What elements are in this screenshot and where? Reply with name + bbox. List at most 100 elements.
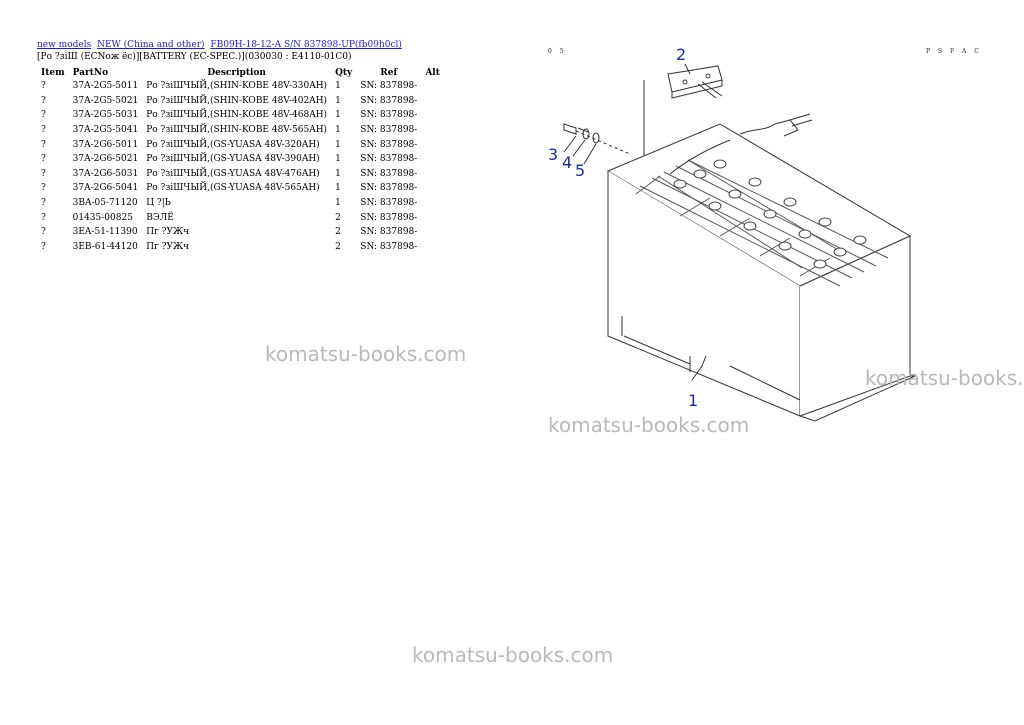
cell-alt <box>421 123 444 138</box>
cell-alt <box>421 94 444 109</box>
callout-5: 5 <box>575 161 585 180</box>
cell-item: ? <box>41 125 46 136</box>
cell-item: ? <box>41 198 46 209</box>
cell-partno: 3EA-51-11390 <box>72 227 138 238</box>
cell-qty: 1 <box>335 110 341 121</box>
cell-description: Ро ?зіШЧЫЙ,(GS-YUASA 48V-565AH) <box>146 183 320 194</box>
page-title: [Ро ?зіШ (ЕСNож ёс)][BATTERY (EC-SPEC.)]… <box>37 52 352 62</box>
cell-description: Ро ?зіШЧЫЙ,(SHIN-KOBE 48V-468AH) <box>146 110 328 121</box>
callout-3: 3 <box>548 145 558 164</box>
cell-alt <box>421 225 444 240</box>
cell-qty: 1 <box>335 168 341 179</box>
cell-qty: 1 <box>335 183 341 194</box>
breadcrumb-link-model[interactable]: FB09H-18-12-A S/N 837898-UP(fb09h0cl) <box>210 40 402 50</box>
cell-qty: 1 <box>335 125 341 136</box>
cell-description: Ро ?зіШЧЫЙ,(SHIN-KOBE 48V-565AH) <box>146 125 328 136</box>
cell-item: ? <box>41 241 46 252</box>
cell-alt <box>421 152 444 167</box>
col-header-qty: Qty <box>335 67 353 78</box>
cell-ref: SN: 837898- <box>360 227 418 238</box>
cell-ref: SN: 837898- <box>360 95 418 106</box>
cell-item: ? <box>41 168 46 179</box>
cell-ref: SN: 837898- <box>360 168 418 179</box>
cell-qty: 1 <box>335 139 341 150</box>
cell-qty: 1 <box>335 154 341 165</box>
cell-partno: 3EB-61-44120 <box>72 241 138 252</box>
cell-item: ? <box>41 139 46 150</box>
callout-1: 1 <box>688 391 698 410</box>
cell-partno: 37A-2G5-5041 <box>72 125 139 136</box>
parts-diagram: 2 3 4 5 1 <box>548 45 916 422</box>
cell-ref: SN: 837898- <box>360 139 418 150</box>
cell-partno: 37A-2G6-5041 <box>72 183 139 194</box>
cell-item: ? <box>41 95 46 106</box>
cell-qty: 1 <box>335 81 341 92</box>
table-row: ? 37A-2G6-5041 Ро ?зіШЧЫЙ,(GS-YUASA 48V-56… <box>37 181 444 196</box>
callout-4: 4 <box>562 153 572 172</box>
diagram-corner-right: P S F A C <box>926 48 982 55</box>
cell-partno: 3BA-05-71120 <box>72 198 138 209</box>
table-row: ? 37A-2G5-5031 Ро ?зіШЧЫЙ,(SHIN-KOBE 48V-4… <box>37 108 444 123</box>
col-header-description: Description <box>207 67 266 78</box>
cell-description: Пг ?УЖч <box>146 241 190 252</box>
cell-qty: 1 <box>335 198 341 209</box>
col-header-partno: PartNo <box>72 67 109 78</box>
breadcrumb: new models NEW (China and other) FB09H-1… <box>37 40 405 50</box>
cell-partno: 37A-2G6-5031 <box>72 168 139 179</box>
cell-alt <box>421 137 444 152</box>
breadcrumb-link-new-models[interactable]: new models <box>37 40 92 50</box>
table-row: ? 37A-2G5-5041 Ро ?зіШЧЫЙ,(SHIN-KOBE 48V-5… <box>37 123 444 138</box>
cell-ref: SN: 837898- <box>360 212 418 223</box>
cell-partno: 37A-2G6-5021 <box>72 154 139 165</box>
cell-partno: 37A-2G6-5011 <box>72 139 139 150</box>
cell-ref: SN: 837898- <box>360 198 418 209</box>
cell-partno: 37A-2G5-5011 <box>72 81 139 92</box>
table-row: ? 3BA-05-71120 Ц ?|Ь 1 SN: 837898- <box>37 196 444 211</box>
cell-description: Ро ?зіШЧЫЙ,(GS-YUASA 48V-320AH) <box>146 139 320 150</box>
cell-description: Ро ?зіШЧЫЙ,(GS-YUASA 48V-390AH) <box>146 154 320 165</box>
cell-ref: SN: 837898- <box>360 110 418 121</box>
cell-alt <box>421 108 444 123</box>
cell-description: Ц ?|Ь <box>146 198 171 209</box>
cell-qty: 1 <box>335 95 341 106</box>
cell-alt <box>421 196 444 211</box>
cell-description: Ро ?зіШЧЫЙ,(SHIN-KOBE 48V-330AH) <box>146 81 328 92</box>
table-header-row: Item PartNo Description Qty Ref Alt <box>37 66 444 79</box>
callout-2: 2 <box>676 45 686 64</box>
cell-description: Ро ?зіШЧЫЙ,(GS-YUASA 48V-476AH) <box>146 168 320 179</box>
watermark-3: komatsu-books.com <box>548 413 750 437</box>
cell-partno: 37A-2G5-5031 <box>72 110 139 121</box>
col-header-alt: Alt <box>425 67 440 78</box>
bracket-part-2 <box>643 65 723 166</box>
cell-description: Пг ?УЖч <box>146 227 190 238</box>
cell-description: ВЭЛЁ <box>146 212 174 223</box>
col-header-ref: Ref <box>380 67 398 78</box>
cell-qty: 2 <box>335 241 341 252</box>
cell-qty: 2 <box>335 227 341 238</box>
cell-description: Ро ?зіШЧЫЙ,(SHIN-KOBE 48V-402AH) <box>146 95 328 106</box>
cell-alt <box>421 167 444 182</box>
parts-table: Item PartNo Description Qty Ref Alt ?37A… <box>37 66 444 254</box>
table-row: ? 37A-2G6-5031 Ро ?зіШЧЫЙ,(GS-YUASA 48V-47… <box>37 167 444 182</box>
cell-partno: 37A-2G5-5021 <box>72 95 139 106</box>
cell-item: ? <box>41 183 46 194</box>
cell-alt <box>421 79 444 94</box>
table-row: ? 37A-2G5-5021 Ро ?зіШЧЫЙ,(SHIN-KOBE 48V-4… <box>37 94 444 109</box>
table-row: ? 37A-2G6-5021 Ро ?зіШЧЫЙ,(GS-YUASA 48V-39… <box>37 152 444 167</box>
cell-item: ? <box>41 110 46 121</box>
cell-alt <box>421 240 444 255</box>
table-row: ? 3EA-51-11390 Пг ?УЖч 2 SN: 837898- <box>37 225 444 240</box>
cell-ref: SN: 837898- <box>360 81 418 92</box>
diagram-corner-left: 0 5 <box>548 48 567 55</box>
watermark-2: komatsu-books.com <box>865 366 1024 390</box>
cell-qty: 2 <box>335 212 341 223</box>
cell-ref: SN: 837898- <box>360 183 418 194</box>
breadcrumb-link-region[interactable]: NEW (China and other) <box>97 40 205 50</box>
fasteners-parts-3-4-5 <box>563 123 631 155</box>
cell-ref: SN: 837898- <box>360 241 418 252</box>
cell-item: ? <box>41 154 46 165</box>
cell-alt <box>421 181 444 196</box>
cell-item: ? <box>41 227 46 238</box>
